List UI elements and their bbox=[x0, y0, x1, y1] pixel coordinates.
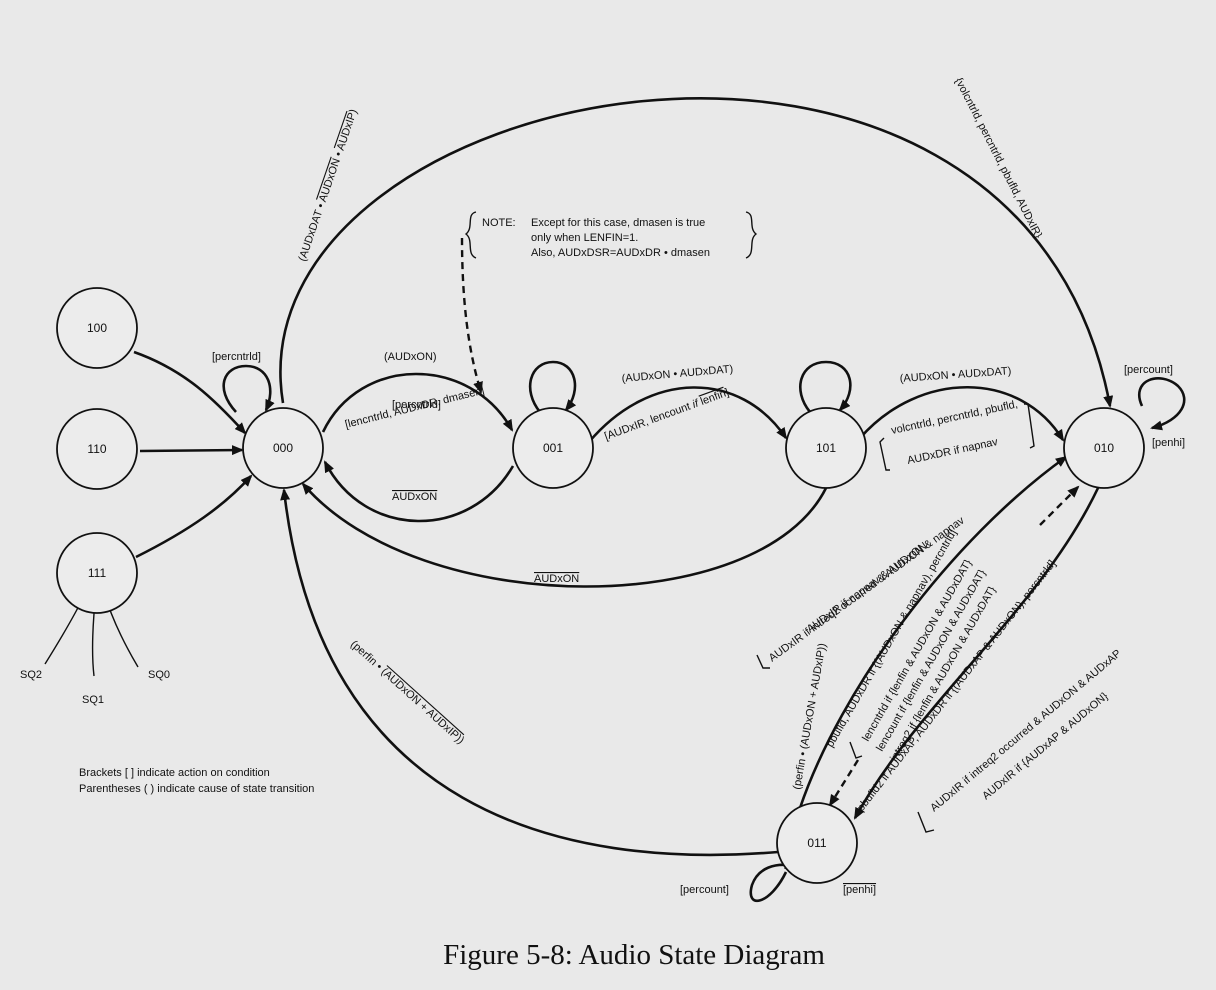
edge-001-to-101 bbox=[588, 386, 788, 443]
edge-011-000-cause: (perfin • (AUDxON + AUDxIP)) bbox=[348, 638, 466, 746]
state-101: 101 bbox=[785, 407, 867, 489]
loop-001 bbox=[528, 360, 577, 413]
dashed-edge-010-to-011 bbox=[828, 759, 860, 807]
penhi-010: [penhi] bbox=[1152, 437, 1185, 449]
state-001: 001 bbox=[512, 407, 594, 489]
edge-001-to-000 bbox=[323, 460, 515, 523]
state-111: 111 bbox=[56, 532, 138, 614]
edge-101-to-010 bbox=[859, 386, 1065, 442]
percntrld-loop-label: [percntrld] bbox=[212, 351, 261, 363]
edge-100-to-000 bbox=[133, 350, 247, 435]
edge-101-010-cause: (AUDxON • AUDxDAT) bbox=[899, 365, 1011, 385]
input-sq1: SQ1 bbox=[82, 694, 104, 706]
state-110-label: 110 bbox=[87, 442, 106, 456]
edge-010-to-011 bbox=[853, 487, 1100, 820]
note-line-1: Except for this case, dmasen is true bbox=[531, 217, 705, 229]
input-sq0: SQ0 bbox=[148, 669, 170, 681]
input-sq2: SQ2 bbox=[20, 669, 42, 681]
edge-000-001-cause: (AUDxON) bbox=[384, 351, 437, 363]
edge-011-010-action-2: AUDxIR if intreq2 occurred & AUDxON & AU… bbox=[928, 648, 1124, 815]
edge-101-to-000 bbox=[301, 482, 828, 588]
edge-001-000-cause: AUDxON bbox=[392, 491, 437, 503]
edge-010-011-action-2: AUDxIR if napnav & AUDxON bbox=[805, 540, 930, 635]
dashed-edge-to-010 bbox=[1039, 485, 1080, 526]
edges bbox=[44, 97, 1186, 903]
percount-loop-011: [percount] bbox=[680, 884, 729, 896]
figure-caption: Figure 5-8: Audio State Diagram bbox=[443, 939, 825, 971]
edge-000-to-010-top bbox=[279, 97, 1114, 408]
edge-101-010-action-line-2: AUDxDR if napnav bbox=[906, 436, 999, 467]
edge-011-to-000 bbox=[280, 488, 779, 857]
edge-101-010-action: volcntrld, percntrld, pbufld, AUDxDR if … bbox=[879, 398, 1035, 471]
state-010: 010 bbox=[1063, 407, 1145, 489]
state-111-label: 111 bbox=[88, 566, 107, 580]
state-101-label: 101 bbox=[816, 441, 836, 455]
top-arc-cause: (AUDxDAT • AUDxON • AUDxIP) bbox=[296, 108, 359, 263]
edge-001-101-cause: (AUDxON • AUDxDAT) bbox=[621, 363, 733, 385]
state-100-label: 100 bbox=[87, 321, 107, 335]
state-010-label: 010 bbox=[1094, 441, 1114, 455]
percount-loop-010: [percount] bbox=[1124, 364, 1173, 376]
penhi-011: [penhi] bbox=[843, 884, 876, 896]
loop-000 bbox=[222, 364, 275, 413]
note: NOTE: Except for this case, dmasen is tr… bbox=[464, 211, 758, 259]
edge-110-to-000 bbox=[139, 445, 244, 456]
edge-011-to-010 bbox=[798, 455, 1068, 809]
state-000: 000 bbox=[242, 407, 324, 489]
edge-001-101-action: [AUDxIR, lencount if lenfin] bbox=[603, 387, 731, 443]
dashed-note-arrow bbox=[460, 237, 483, 394]
legend-brackets: Brackets [ ] indicate action on conditio… bbox=[79, 767, 270, 779]
edge-000-001-action-2: [percntrld] bbox=[392, 399, 441, 411]
right-top-arc-action: {volcntrld, percntrld, pbufld, AUDxIR} bbox=[952, 76, 1044, 241]
loop-011 bbox=[749, 859, 797, 903]
legend-parentheses: Parentheses ( ) indicate cause of state … bbox=[79, 783, 314, 795]
loop-010 bbox=[1138, 377, 1186, 431]
state-001-label: 001 bbox=[543, 441, 563, 455]
edge-010-011-cause: (perfin • (AUDxON + AUDxIP)) bbox=[791, 642, 829, 790]
state-000-label: 000 bbox=[273, 441, 293, 455]
state-011-label: 011 bbox=[807, 836, 826, 850]
edge-000-to-001 bbox=[321, 372, 514, 433]
state-011: 011 bbox=[776, 802, 858, 884]
edge-101-000-cause: AUDxON bbox=[534, 573, 579, 585]
loop-101 bbox=[799, 360, 852, 413]
note-line-2: only when LENFIN=1. bbox=[531, 232, 638, 244]
note-title: NOTE: bbox=[482, 217, 516, 229]
state-100: 100 bbox=[56, 287, 138, 369]
note-line-3: Also, AUDxDSR=AUDxDR • dmasen bbox=[531, 247, 710, 259]
edge-111-to-000 bbox=[135, 474, 253, 559]
state-110: 110 bbox=[56, 408, 138, 490]
states: 100 110 111 000 001 101 010 011 bbox=[56, 287, 1145, 884]
edge-011-010-action-1: pbufld2 if AUDxAP, AUDxDR if {(AUDxAP & … bbox=[855, 558, 1058, 814]
edge-101-010-action-line-1: volcntrld, percntrld, pbufld, bbox=[890, 398, 1019, 437]
